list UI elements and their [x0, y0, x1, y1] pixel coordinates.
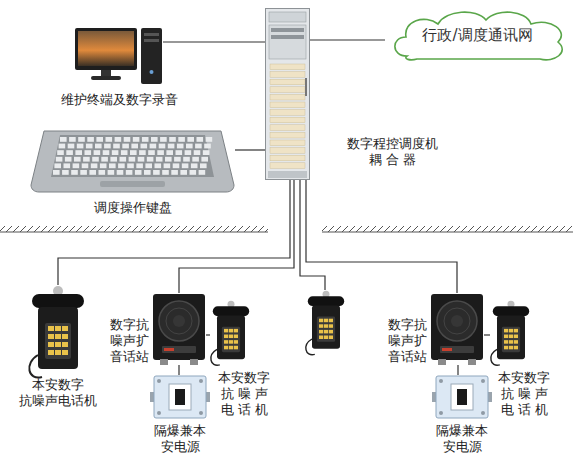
keyboard-illustration [30, 125, 235, 193]
device-label: 隔爆兼本 安电源 [436, 423, 488, 455]
phone-illustration [28, 285, 88, 373]
power-supply-illustration [150, 375, 210, 419]
ground-line [0, 231, 268, 232]
device-label: 本安数字 抗 噪 声 电 话 机 [497, 370, 552, 418]
device-label: 数字程控调度机 耦 合 器 [345, 136, 440, 168]
speaker-station: 数字抗 噪声扩 音话站 [430, 293, 484, 365]
ground-line [322, 231, 573, 232]
device-label: 数字抗 噪声扩 音话站 [110, 317, 149, 365]
connector-line [179, 180, 294, 293]
speaker-station-illustration [430, 293, 484, 365]
speaker-station-illustration [152, 293, 206, 365]
device-label: 本安数字 抗 噪 声 电 话 机 [217, 370, 272, 418]
phone-device: 本安数字 抗噪声电话机 [28, 285, 88, 373]
phone-illustration [490, 300, 532, 362]
ground-hatch [0, 226, 268, 232]
phone-illustration [306, 291, 344, 355]
speaker-station: 数字抗 噪声扩 音话站 [152, 293, 206, 365]
cable-wire [300, 180, 325, 290]
maintenance-terminal: 维护终端及数字录音 [75, 26, 163, 86]
connector-line [310, 39, 385, 40]
device-label: 隔爆兼本 安电源 [154, 423, 206, 455]
phone-device: 本安数字 抗 噪 声 电 话 机 [490, 300, 532, 362]
ground-hatch [322, 226, 573, 232]
network-cloud: 行政/调度通讯网 [385, 6, 570, 64]
connector-line [58, 180, 290, 285]
device-label: 调度操作键盘 [94, 200, 172, 216]
power-supply-illustration [432, 375, 492, 419]
device-label: 维护终端及数字录音 [61, 92, 178, 108]
dispatch-cabinet: 数字程控调度机 耦 合 器 [265, 8, 310, 180]
computer-illustration [75, 26, 163, 86]
device-label: 行政/调度通讯网 [385, 6, 570, 64]
connector-line [484, 334, 490, 335]
power-supply: 隔爆兼本 安电源 [432, 375, 492, 419]
power-supply: 隔爆兼本 安电源 [150, 375, 210, 419]
phone-illustration [210, 300, 252, 362]
connector-line [178, 365, 179, 375]
connector-line [235, 149, 265, 150]
connector-line [457, 365, 458, 375]
device-label: 数字抗 噪声扩 音话站 [388, 317, 427, 365]
cabinet-illustration [265, 8, 310, 180]
phone-device: 本安数字 抗 噪 声 电 话 机 [210, 300, 252, 362]
device-label: 本安数字 抗噪声电话机 [19, 377, 97, 409]
dispatch-keyboard: 调度操作键盘 [30, 125, 235, 193]
connector-line [306, 180, 457, 293]
connector-line [206, 334, 210, 335]
connector-line [163, 41, 265, 42]
